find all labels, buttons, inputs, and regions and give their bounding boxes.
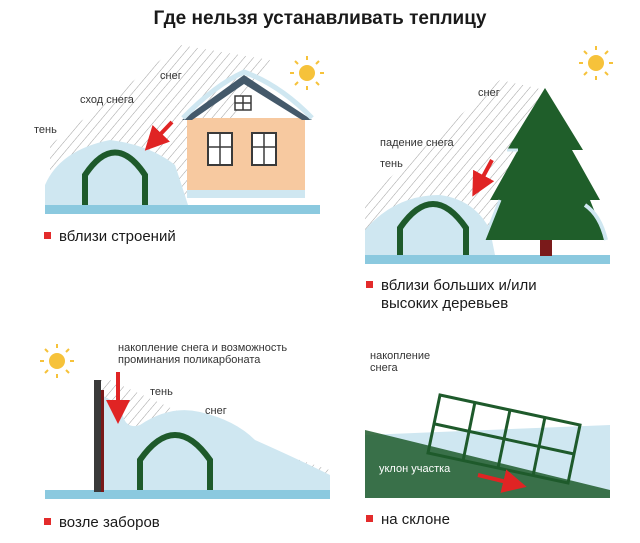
- tree-trunk: [540, 240, 552, 256]
- snow-pile: [45, 140, 188, 205]
- greenhouse-arch: [137, 432, 213, 490]
- bullet-icon: [44, 518, 51, 525]
- caption-buildings: вблизи строений: [44, 228, 176, 246]
- sun-icon: [40, 344, 74, 378]
- panel-buildings: [45, 45, 324, 214]
- slope-ground: [365, 430, 610, 498]
- ground: [45, 490, 330, 499]
- panel-slope: [365, 393, 610, 498]
- greenhouse-arch: [397, 201, 469, 255]
- snow-pile: [100, 395, 330, 490]
- label-snow: снег: [160, 70, 182, 82]
- greenhouse-grid: [426, 393, 582, 485]
- caption-fences: возле заборов: [44, 514, 160, 532]
- label-snow-slide: сход снега: [80, 94, 134, 106]
- label-snow-fall: падение снега: [380, 137, 454, 149]
- label-shadow: тень: [150, 386, 173, 398]
- house-roof: [182, 75, 312, 120]
- bullet-icon: [366, 515, 373, 522]
- bullet-icon: [44, 232, 51, 239]
- fence: [94, 380, 101, 492]
- ground: [45, 205, 320, 214]
- tree: [484, 88, 606, 240]
- bullet-icon: [366, 281, 373, 288]
- roof-snow: [181, 69, 314, 120]
- label-accumulation: накопление снега и возможность проминани…: [118, 342, 288, 366]
- panel-fences: [40, 344, 330, 499]
- page-title: Где нельзя устанавливать теплицу: [153, 8, 487, 29]
- label-shadow: тень: [34, 124, 57, 136]
- panel-trees: [365, 46, 613, 264]
- label-shadow: тень: [380, 158, 403, 170]
- label-snow: снег: [205, 405, 227, 417]
- label-slope: уклон участка: [379, 463, 451, 475]
- caption-trees: вблизи больших и/или высоких деревьев: [366, 277, 537, 313]
- house-wall: [187, 118, 305, 198]
- ground: [365, 255, 610, 264]
- snow-fall-arrow: [472, 159, 495, 197]
- label-snow: снег: [478, 87, 500, 99]
- slope-arrow: [477, 469, 527, 493]
- greenhouse-arch: [82, 149, 148, 205]
- label-accumulation: накопление снега: [370, 350, 431, 374]
- sun-icon: [290, 56, 324, 90]
- sun-icon: [579, 46, 613, 80]
- caption-slope: на склоне: [366, 511, 450, 529]
- snow-slide-arrow: [144, 120, 174, 151]
